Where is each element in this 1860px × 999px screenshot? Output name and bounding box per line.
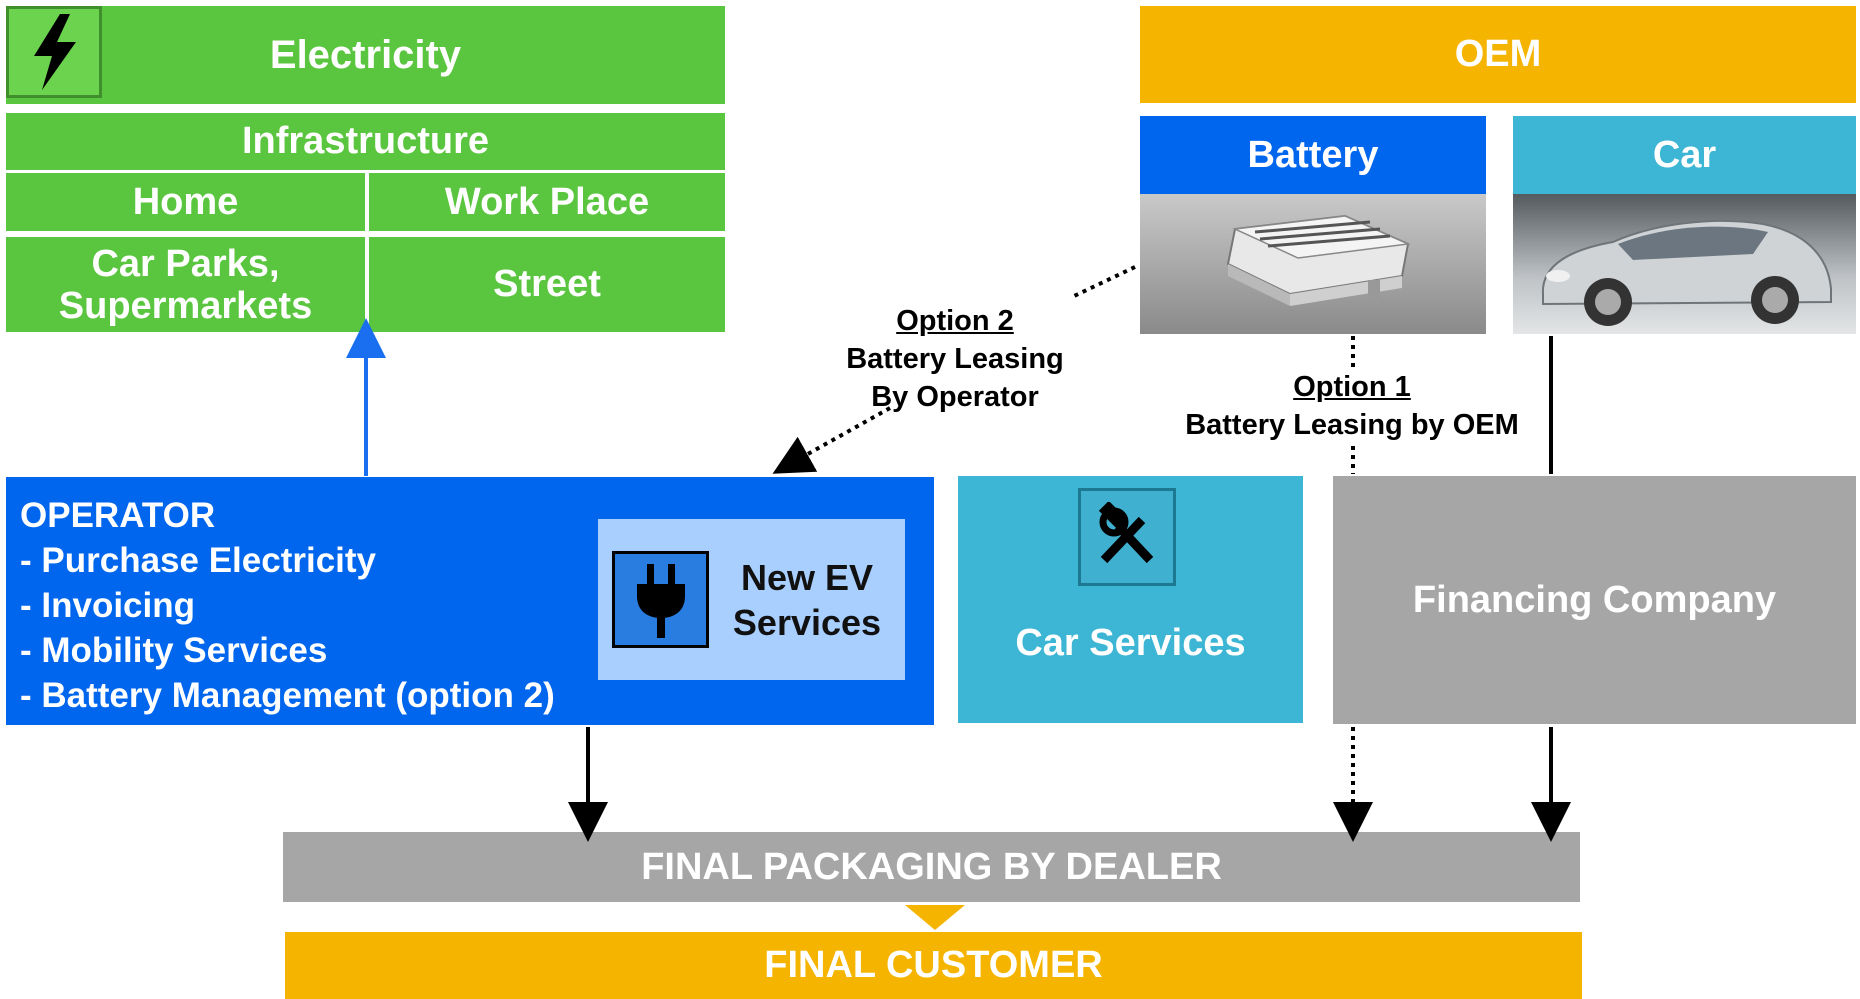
operator-item: - Purchase Electricity: [20, 541, 376, 580]
dealer-to-customer-arrow: [905, 905, 965, 930]
car-label: Car: [1652, 133, 1717, 176]
operator-list: OPERATOR - Purchase Electricity - Invoic…: [20, 493, 555, 718]
oem-header: OEM: [1140, 6, 1856, 103]
new-ev-services-box: New EV Services: [598, 519, 905, 680]
option-2-line2: By Operator: [871, 381, 1039, 413]
option-1-line1: Battery Leasing by OEM: [1185, 409, 1519, 441]
car-services-box: Car Services: [958, 476, 1303, 723]
dealer-label: FINAL PACKAGING BY DEALER: [641, 845, 1222, 888]
battery-image: [1140, 194, 1486, 334]
plug-icon: [612, 551, 709, 648]
financing-company-box: Financing Company: [1333, 476, 1856, 724]
option-1-annotation: Option 1 Battery Leasing by OEM: [1162, 368, 1542, 444]
customer-label: FINAL CUSTOMER: [764, 944, 1103, 986]
operator-title: OPERATOR: [20, 496, 216, 535]
battery-label: Battery: [1247, 133, 1379, 176]
infrastructure-car-parks: Car Parks, Supermarkets: [6, 237, 365, 332]
operator-box: OPERATOR - Purchase Electricity - Invoic…: [6, 477, 934, 725]
option-2-dotted-arrow: [772, 406, 891, 474]
electricity-title: Electricity: [269, 32, 462, 77]
car-image: [1513, 194, 1856, 334]
electricity-header: Electricity: [6, 6, 725, 104]
option-2-line1: Battery Leasing: [846, 343, 1064, 375]
home-label: Home: [132, 180, 239, 223]
car-parks-label: Car Parks, Supermarkets: [58, 242, 313, 327]
operator-item: - Mobility Services: [20, 631, 328, 670]
infrastructure-label: Infrastructure: [241, 120, 490, 162]
customer-bar: FINAL CUSTOMER: [285, 932, 1582, 999]
work-place-label: Work Place: [444, 180, 650, 223]
infrastructure-street: Street: [369, 237, 725, 332]
financing-company-label: Financing Company: [1412, 578, 1777, 621]
option-2-annotation: Option 2 Battery Leasing By Operator: [820, 302, 1090, 416]
option-2-dotted-line-upper: [1069, 265, 1136, 300]
new-ev-services-label: New EV Services: [732, 556, 882, 643]
infrastructure-title: Infrastructure: [6, 113, 725, 170]
car-services-label: Car Services: [1015, 622, 1246, 664]
option-1-title: Option 1: [1293, 371, 1411, 403]
street-label: Street: [493, 263, 601, 305]
dealer-bar: FINAL PACKAGING BY DEALER: [283, 832, 1580, 902]
lightning-icon: [6, 6, 102, 98]
car-header: Car: [1513, 116, 1856, 194]
option-2-title: Option 2: [896, 305, 1014, 337]
operator-item: - Invoicing: [20, 586, 195, 625]
infrastructure-work-place: Work Place: [369, 173, 725, 231]
battery-header: Battery: [1140, 116, 1486, 194]
oem-title: OEM: [1454, 33, 1542, 75]
tools-icon: [1078, 488, 1176, 586]
infrastructure-home: Home: [6, 173, 365, 231]
operator-item: - Battery Management (option 2): [20, 676, 555, 715]
